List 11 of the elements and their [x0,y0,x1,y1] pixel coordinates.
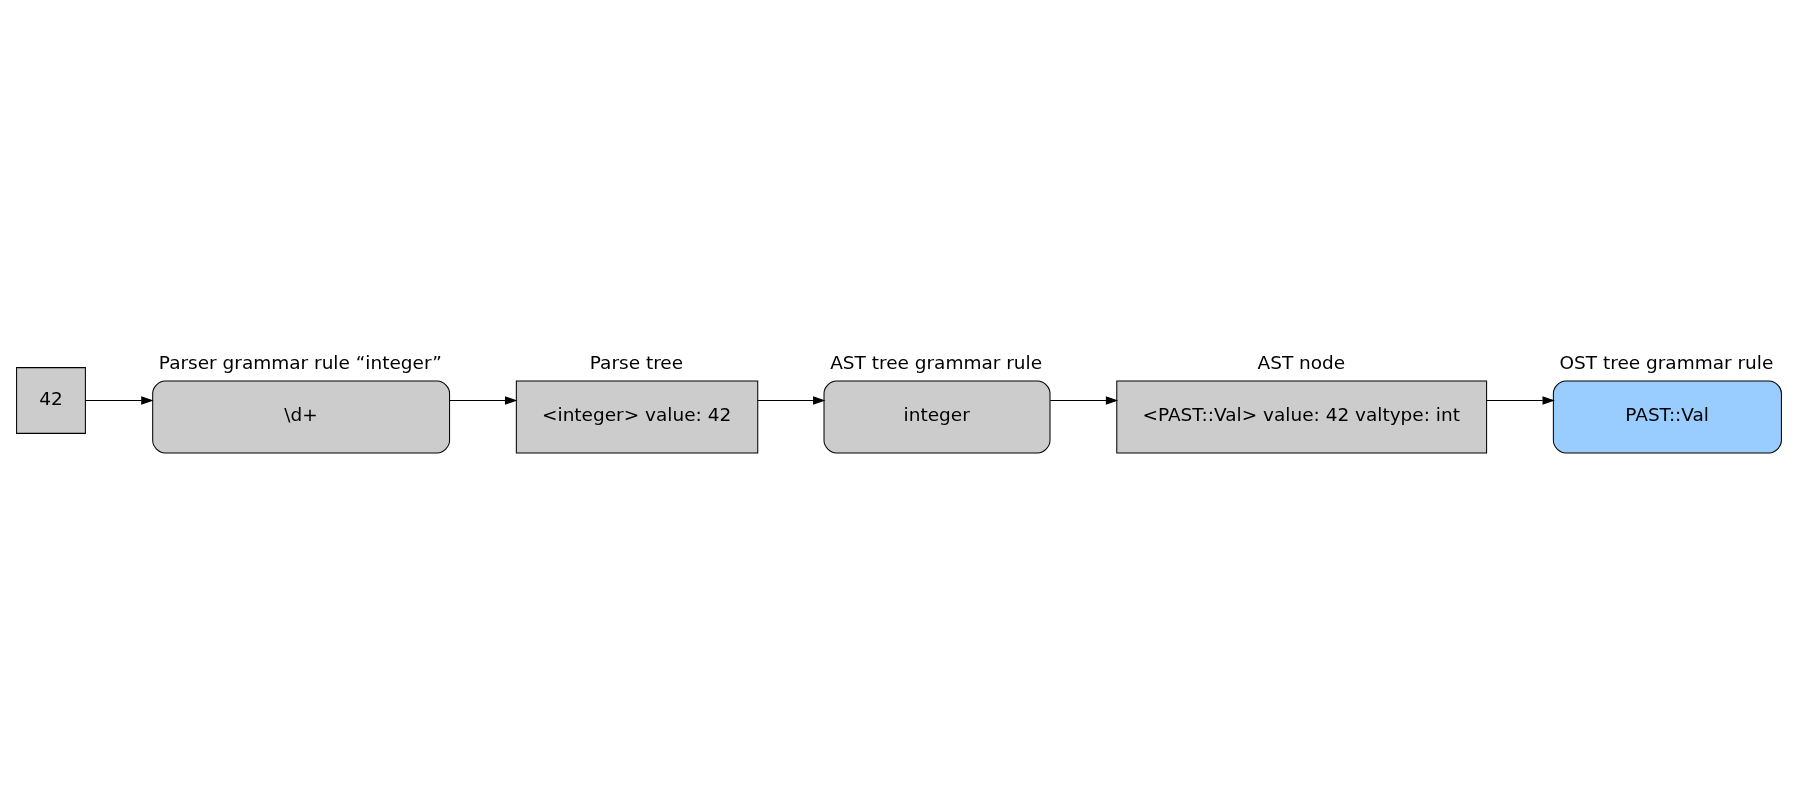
node-label: AST node [1257,352,1346,374]
node-label: AST tree grammar rule [830,352,1043,374]
node-label: OST tree grammar rule [1559,352,1774,374]
arrow [1049,396,1119,405]
arrow [1486,396,1555,405]
node-label: Parse tree [589,352,684,374]
arrow [84,396,154,405]
arrow [449,396,518,405]
node-box: 42 [16,367,86,434]
node-label: Parser grammar rule “integer” [158,352,442,374]
arrow [757,396,826,405]
